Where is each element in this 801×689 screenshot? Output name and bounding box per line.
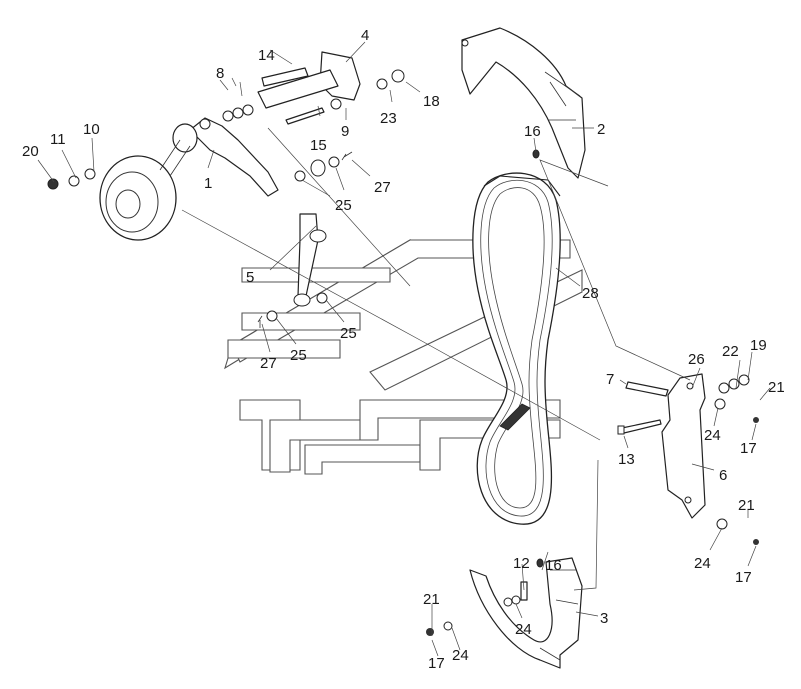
idler-pulley bbox=[99, 123, 198, 241]
hardware-washers bbox=[47, 69, 759, 636]
bolt-7 bbox=[625, 381, 669, 397]
upper-guard-2 bbox=[461, 27, 586, 179]
lower-guard-3 bbox=[469, 557, 583, 669]
callout-21-lower: 21 bbox=[423, 591, 440, 608]
callout-8: 8 bbox=[216, 65, 224, 82]
callout-27-upper: 27 bbox=[374, 179, 391, 196]
callout-7: 7 bbox=[606, 371, 614, 388]
callout-18: 18 bbox=[423, 93, 440, 110]
callout-25-upper: 25 bbox=[335, 197, 352, 214]
bracket-plate-6 bbox=[661, 373, 706, 519]
callout-3: 3 bbox=[600, 610, 608, 627]
callout-19: 19 bbox=[750, 337, 767, 354]
callout-16-lower: 16 bbox=[545, 557, 562, 574]
mount-shaft-4 bbox=[257, 51, 361, 109]
callout-labels: 1 2 3 4 5 6 7 8 9 10 11 12 13 14 15 16 1… bbox=[22, 27, 785, 672]
callout-21-middle: 21 bbox=[738, 497, 755, 514]
callout-25-right: 25 bbox=[340, 325, 357, 342]
bolt-15 bbox=[285, 107, 325, 125]
callout-24-left: 24 bbox=[452, 647, 469, 664]
belt-28 bbox=[472, 172, 561, 525]
callout-21-upper: 21 bbox=[768, 379, 785, 396]
callout-17-middle: 17 bbox=[735, 569, 752, 586]
callout-1: 1 bbox=[204, 175, 212, 192]
callout-10: 10 bbox=[83, 121, 100, 138]
bolt-13 bbox=[617, 419, 662, 435]
shock-absorber-5 bbox=[293, 159, 327, 307]
callout-20: 20 bbox=[22, 143, 39, 160]
callout-24-right: 24 bbox=[515, 621, 532, 638]
callout-28: 28 bbox=[582, 285, 599, 302]
callout-27-lower: 27 bbox=[260, 355, 277, 372]
callout-14: 14 bbox=[258, 47, 275, 64]
callout-25-lower: 25 bbox=[290, 347, 307, 364]
callout-9: 9 bbox=[341, 123, 349, 140]
callout-23: 23 bbox=[380, 110, 397, 127]
callout-6: 6 bbox=[719, 467, 727, 484]
callout-22: 22 bbox=[722, 343, 739, 360]
leader-lines bbox=[37, 41, 771, 657]
callout-17-lower: 17 bbox=[428, 655, 445, 672]
callout-4: 4 bbox=[361, 27, 369, 44]
callout-16-upper: 16 bbox=[524, 123, 541, 140]
callout-13: 13 bbox=[618, 451, 635, 468]
callout-12: 12 bbox=[513, 555, 530, 572]
callout-5: 5 bbox=[246, 269, 254, 286]
tensioner-arm-1 bbox=[189, 117, 279, 197]
bolt-12 bbox=[520, 581, 528, 601]
callout-2: 2 bbox=[597, 121, 605, 138]
callout-11: 11 bbox=[50, 131, 66, 148]
callout-17-upper: 17 bbox=[740, 440, 757, 457]
callout-24-middle: 24 bbox=[694, 555, 711, 572]
callout-15: 15 bbox=[310, 137, 327, 154]
callout-26: 26 bbox=[688, 351, 705, 368]
callout-24-upper: 24 bbox=[704, 427, 721, 444]
